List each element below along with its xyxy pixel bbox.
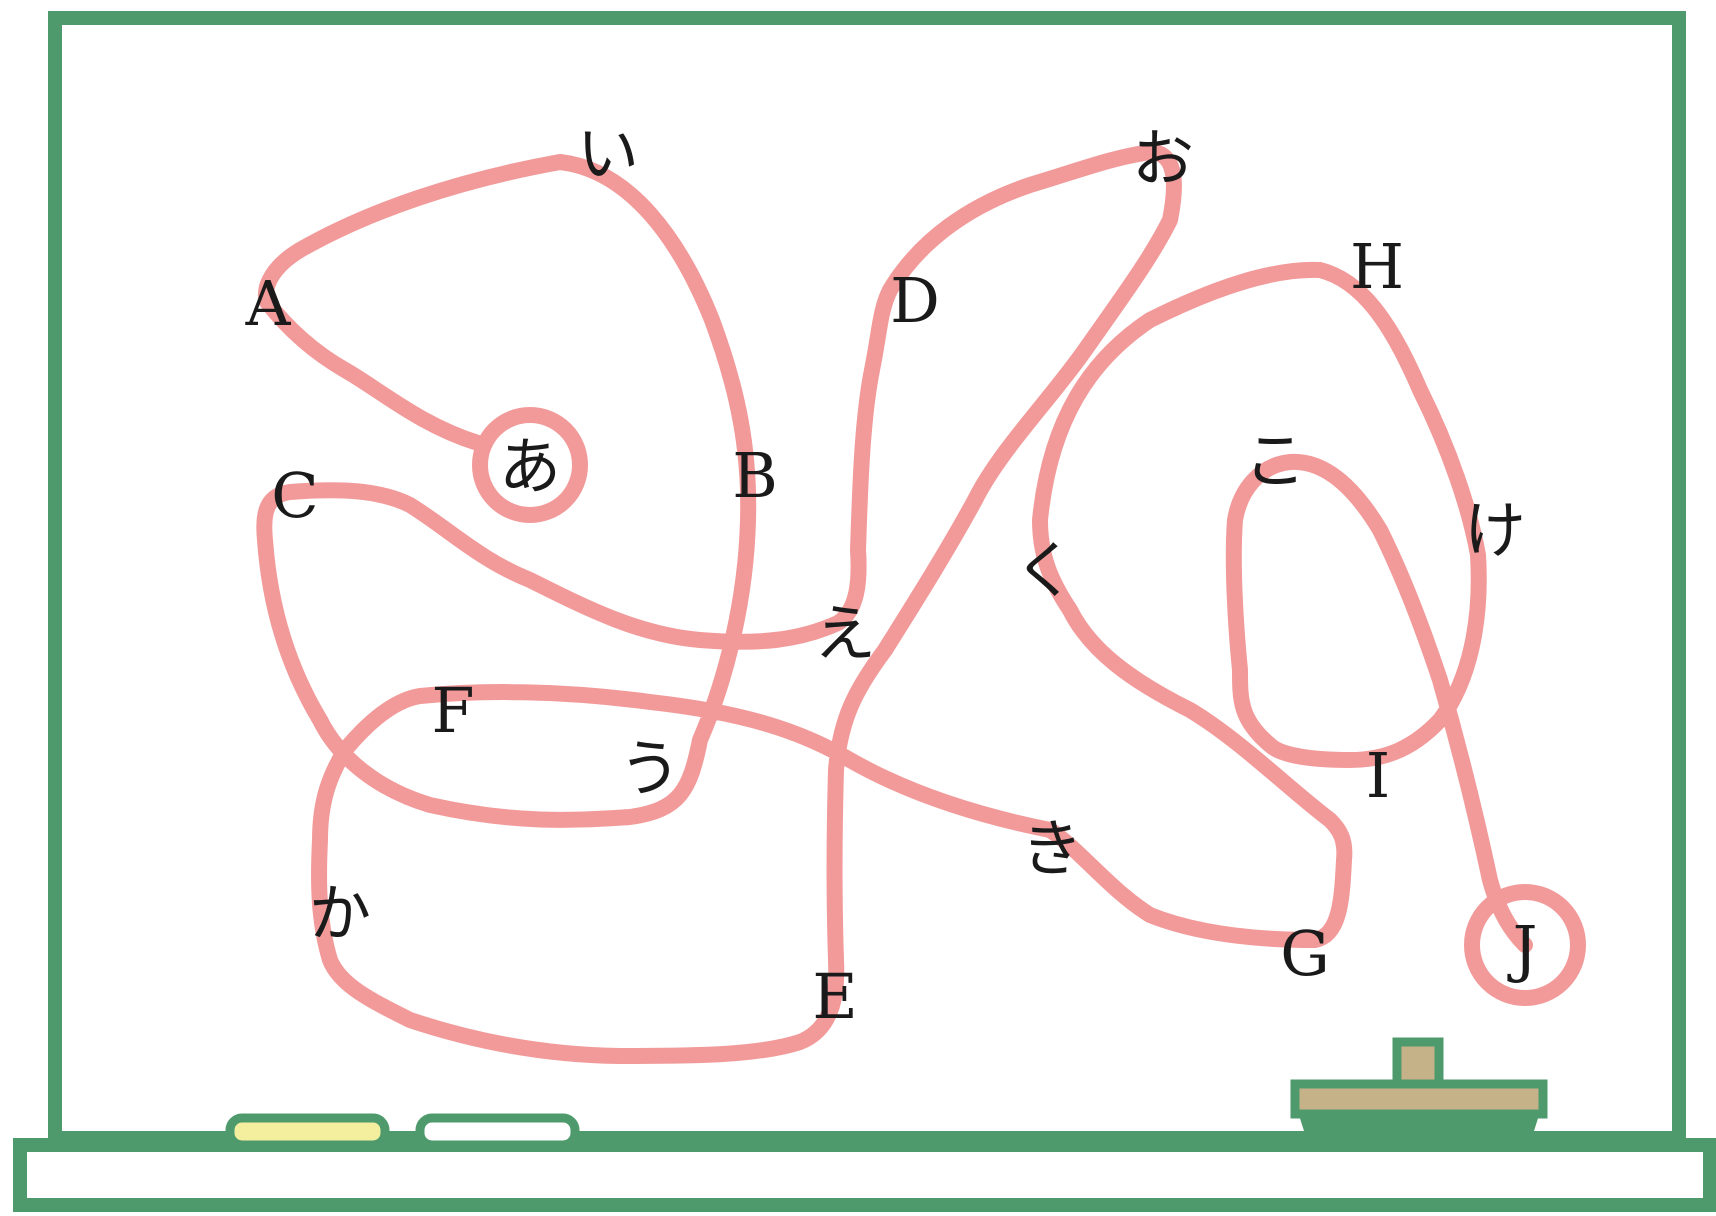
eraser-base bbox=[1298, 1112, 1540, 1150]
node-label-ka: か bbox=[309, 877, 371, 950]
node-label-E: E bbox=[812, 960, 857, 1033]
node-label-F: F bbox=[431, 674, 474, 747]
node-label-ku: く bbox=[1014, 534, 1076, 607]
node-label-ko: こ bbox=[1244, 424, 1306, 497]
tray-ledge bbox=[20, 1145, 1710, 1205]
node-label-e: え bbox=[814, 597, 876, 670]
node-label-G: G bbox=[1280, 917, 1330, 990]
node-label-D: D bbox=[890, 264, 940, 337]
node-label-I: I bbox=[1366, 739, 1391, 812]
node-label-H: H bbox=[1350, 230, 1404, 303]
board-frame bbox=[55, 18, 1679, 1138]
node-label-o: お bbox=[1132, 122, 1194, 195]
node-label-i: い bbox=[577, 117, 639, 190]
eraser-top bbox=[1295, 1084, 1543, 1114]
white-chalk bbox=[420, 1118, 575, 1145]
node-label-ke: け bbox=[1464, 494, 1526, 567]
node-label-A: A bbox=[245, 267, 292, 340]
node-label-u: う bbox=[619, 732, 681, 805]
node-label-B: B bbox=[732, 439, 778, 512]
start-label: あ bbox=[499, 430, 561, 503]
yellow-chalk bbox=[230, 1118, 385, 1145]
node-label-C: C bbox=[271, 459, 318, 532]
node-label-ki: き bbox=[1021, 812, 1083, 885]
